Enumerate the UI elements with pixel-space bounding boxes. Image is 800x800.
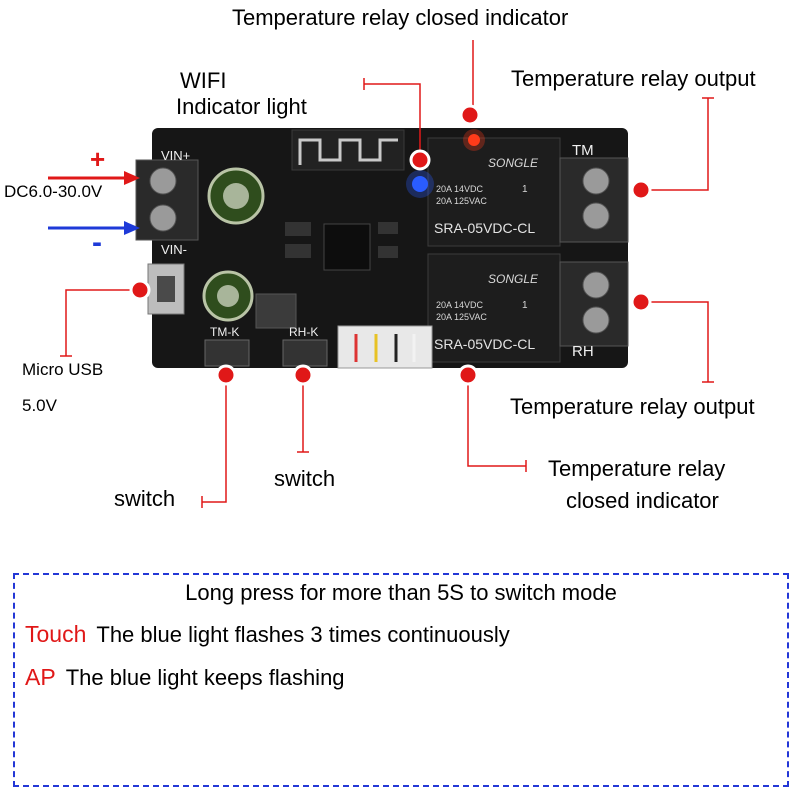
rh-k-button[interactable] — [282, 339, 328, 367]
tm-k-label: TM-K — [210, 325, 239, 339]
relay-rh-model: SRA-05VDC-CL — [434, 336, 535, 352]
label-wifi-line1: WIFI — [180, 68, 227, 93]
marker-bottom-indicator — [457, 364, 479, 386]
mode-desc-ap: The blue light keeps flashing — [65, 665, 345, 690]
label-relay-output-top: Temperature relay output — [511, 66, 756, 91]
label-bottom-indicator-line1: Temperature relay — [548, 456, 726, 481]
mode-key-touch: Touch — [25, 621, 87, 647]
leader-micro-usb — [65, 289, 138, 356]
mode-desc-touch: The blue light flashes 3 times continuou… — [96, 622, 510, 647]
relay-rh-rating-2: 20A 125VAC — [436, 312, 487, 322]
notes-title: Long press for more than 5S to switch mo… — [185, 580, 617, 605]
vin-plus-label: VIN+ — [161, 148, 190, 163]
terminal-screw — [149, 167, 177, 195]
label-plus-sign: + — [90, 144, 106, 174]
tm-led-glow — [463, 129, 485, 151]
leader-bottom-indicator — [467, 377, 526, 467]
terminal-screw — [582, 202, 610, 230]
label-micro-usb-line2: 5.0V — [22, 396, 57, 415]
capacitor-top — [223, 183, 249, 209]
marker-wifi — [409, 149, 431, 171]
capacitor-top — [217, 285, 239, 307]
sensor-connector — [337, 325, 433, 369]
label-switch-right: switch — [274, 466, 336, 491]
marker-micro-usb — [129, 279, 151, 301]
rh-k-label: RH-K — [289, 325, 318, 339]
mode-notes-box: Long press for more than 5S to switch mo… — [13, 573, 789, 787]
marker-relay-output-bottom — [630, 291, 652, 313]
mode-key-ap: AP — [25, 664, 56, 690]
leader-relay-output-bottom — [647, 301, 709, 382]
smd-part — [285, 244, 311, 258]
terminal-screw — [582, 167, 610, 195]
leader-relay-output-top — [647, 98, 709, 191]
wifi-blue-led — [412, 176, 428, 192]
label-minus-sign: - — [92, 226, 102, 259]
label-wifi-line2: Indicator light — [176, 94, 307, 119]
leader-wifi — [364, 83, 421, 160]
relay-rh-brand: SONGLE — [488, 272, 539, 286]
mode-row-ap: AP The blue light keeps flashing — [25, 664, 345, 691]
tm-k-button[interactable] — [204, 339, 250, 367]
leader-lines — [60, 40, 714, 508]
relay-rh-rating-1: 20A 14VDC — [436, 300, 484, 310]
inductor — [255, 293, 297, 329]
terminal-screw — [582, 271, 610, 299]
smd-part — [378, 222, 398, 234]
tm-red-led — [468, 134, 480, 146]
rh-terminal-label: RH — [572, 343, 594, 360]
relay-tm-model: SRA-05VDC-CL — [434, 220, 535, 236]
label-power-input: DC6.0-30.0V — [4, 182, 103, 201]
relay-tm-rating-2: 20A 125VAC — [436, 196, 487, 206]
wifi-antenna — [291, 129, 405, 171]
micro-usb-opening — [157, 276, 175, 302]
terminal-screw — [582, 306, 610, 334]
label-top-indicator: Temperature relay closed indicator — [232, 5, 569, 30]
relay-tm-rating-1: 20A 14VDC — [436, 184, 484, 194]
relay-rh-mark: 1 — [522, 300, 528, 311]
minus-arrow-head — [124, 221, 140, 235]
markers — [129, 104, 652, 386]
marker-switch-right — [292, 364, 314, 386]
relay-tm-brand: SONGLE — [488, 156, 539, 170]
mode-row-touch: Touch The blue light flashes 3 times cont… — [25, 621, 510, 648]
terminal-screw — [149, 204, 177, 232]
leader-switch-left — [202, 377, 227, 503]
vin-minus-label: VIN- — [161, 242, 187, 257]
label-bottom-indicator-line2: closed indicator — [566, 488, 719, 513]
smd-part — [378, 246, 398, 258]
smd-part — [285, 222, 311, 236]
marker-top-indicator — [459, 104, 481, 126]
marker-relay-output-top — [630, 179, 652, 201]
antenna-trace — [298, 138, 398, 165]
tm-terminal-label: TM — [572, 142, 594, 159]
relay-tm-mark: 1 — [522, 184, 528, 195]
label-micro-usb-line1: Micro USB — [22, 360, 104, 379]
label-relay-output-bottom: Temperature relay output — [510, 394, 755, 419]
wifi-led-glow — [406, 170, 434, 198]
wifi-chip — [323, 223, 371, 271]
plus-arrow-head — [124, 171, 140, 185]
relay-rh — [427, 253, 561, 363]
marker-switch-left — [215, 364, 237, 386]
relay-tm — [427, 137, 561, 247]
label-switch-left: switch — [114, 486, 176, 511]
